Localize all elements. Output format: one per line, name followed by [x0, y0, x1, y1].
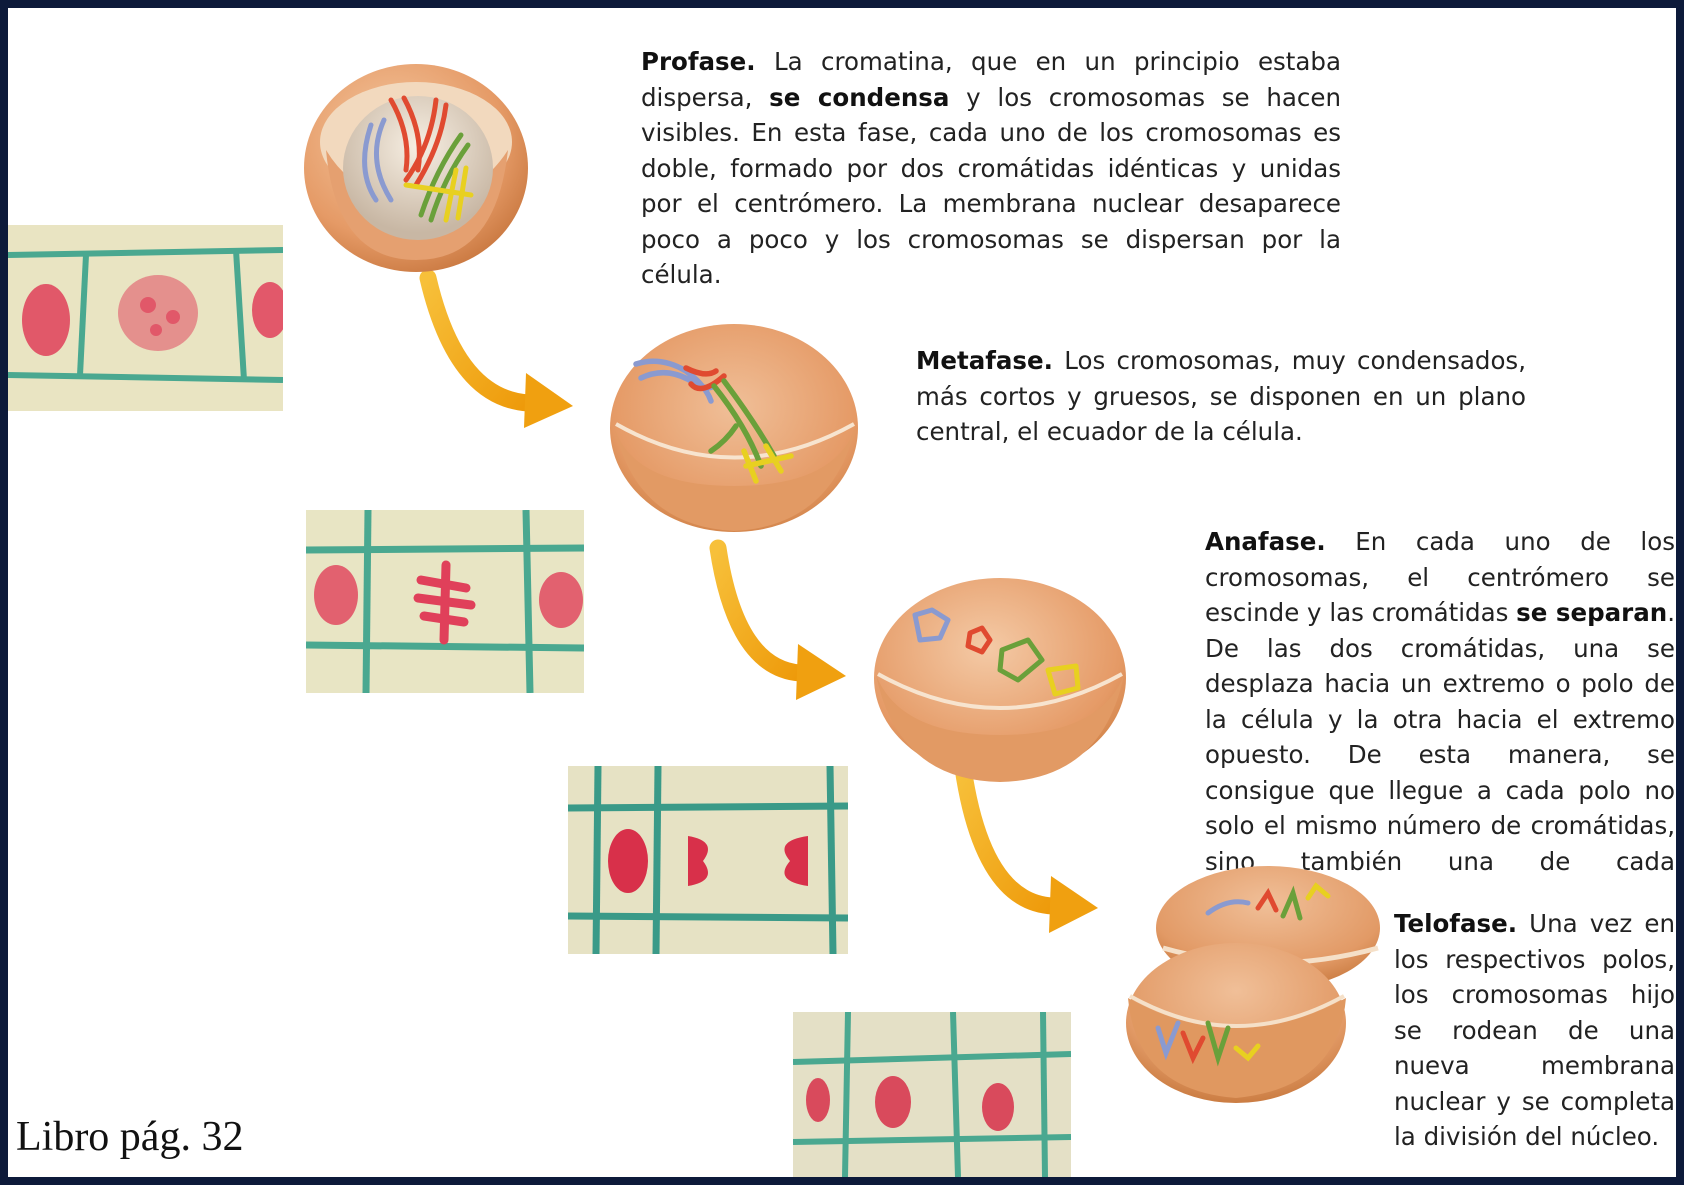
telofase-cell: [1126, 866, 1380, 1103]
slide: Profase. La cromatina, que en un princip…: [8, 8, 1676, 1177]
telofase-block: Telofase. Una vez en los respectivos pol…: [1394, 906, 1675, 1155]
telofase-text: Telofase. Una vez en los respectivos pol…: [1394, 909, 1675, 1151]
anafase-block: Anafase. En cada uno de los cromosomas, …: [1205, 524, 1675, 915]
telofase-micrograph: [793, 1012, 1071, 1177]
book-page-caption: Libro pág. 32: [16, 1114, 244, 1160]
arrow-profase-to-metafase: [419, 269, 573, 428]
arrow-anafase-to-telofase: [954, 759, 1098, 933]
anafase-text: Anafase. En cada uno de los cromosomas, …: [1205, 527, 1675, 911]
profase-title: Profase.: [641, 47, 756, 76]
profase-cell: [304, 64, 528, 272]
telofase-title: Telofase.: [1394, 909, 1518, 938]
anafase-cell: [874, 578, 1126, 782]
metafase-title: Metafase.: [916, 346, 1053, 375]
profase-micrograph: [8, 225, 283, 411]
metafase-micrograph: [306, 510, 584, 693]
metafase-block: Metafase. Los cromosomas, muy condensado…: [916, 343, 1526, 450]
arrow-metafase-to-anafase: [709, 539, 846, 700]
profase-block: Profase. La cromatina, que en un princip…: [641, 44, 1341, 293]
arrows-layer: [419, 269, 1098, 933]
metafase-text: Metafase. Los cromosomas, muy condensado…: [916, 346, 1526, 446]
anafase-title: Anafase.: [1205, 527, 1326, 556]
metafase-cell: [610, 324, 858, 532]
anafase-micrograph: [568, 766, 848, 954]
profase-text: Profase. La cromatina, que en un princip…: [641, 47, 1341, 289]
